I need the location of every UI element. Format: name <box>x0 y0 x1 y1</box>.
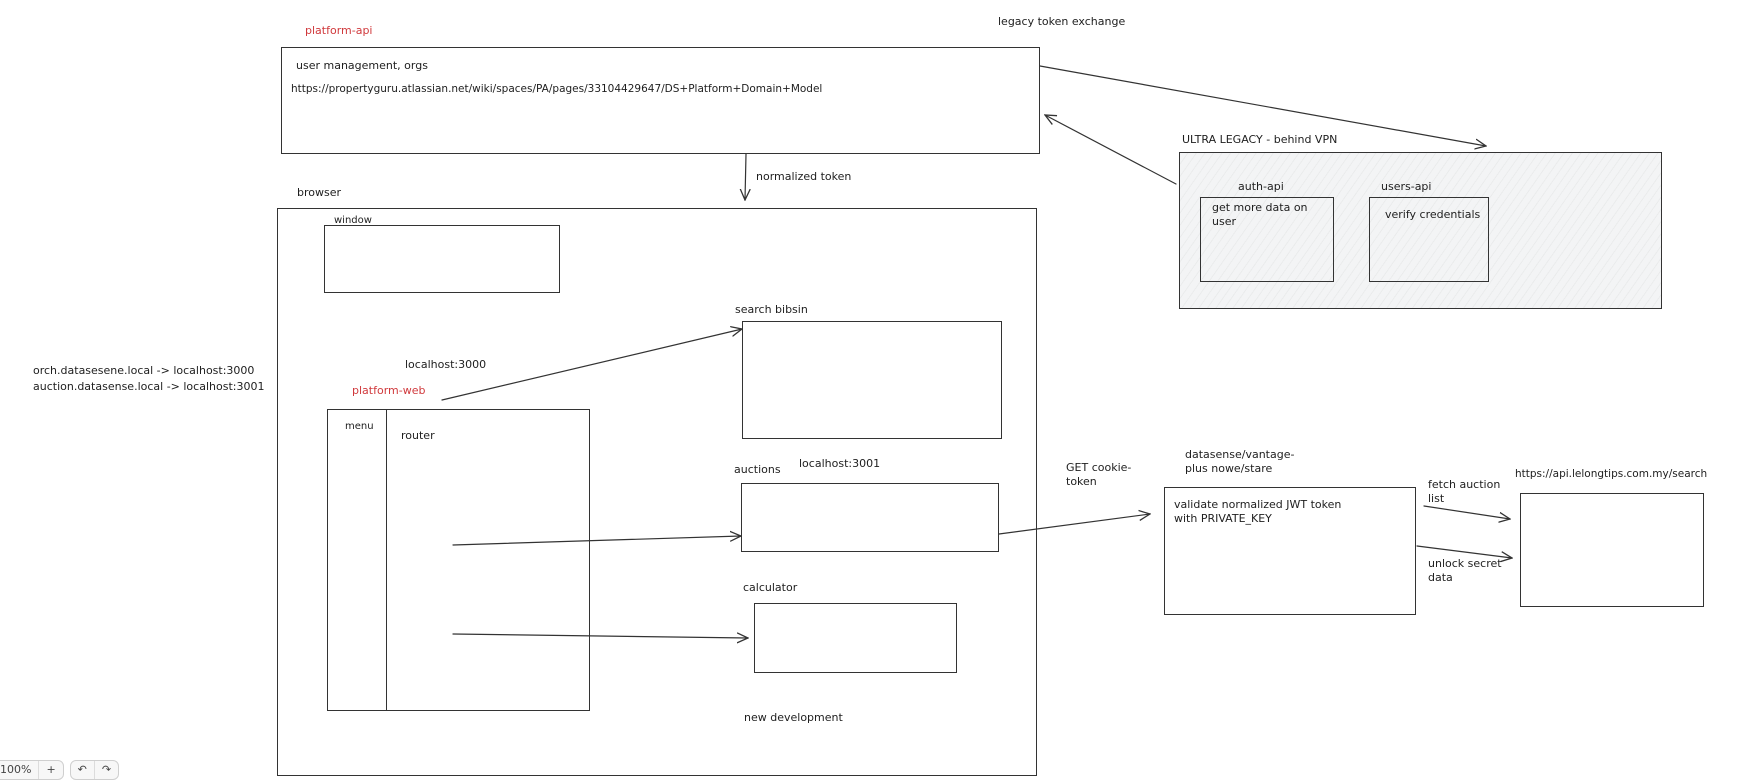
window-box[interactable] <box>324 225 560 293</box>
hosts-line-2: auction.datasense.local -> localhost:300… <box>33 380 265 393</box>
users-api-desc: verify credentials <box>1385 208 1481 221</box>
redo-icon[interactable]: ↷ <box>101 763 112 776</box>
auth-api-title: auth-api <box>1238 180 1284 193</box>
browser-label: browser <box>297 186 342 199</box>
users-api-box[interactable] <box>1369 197 1489 282</box>
history-controls: ↶ ↷ <box>69 760 120 780</box>
search-bibsin-box[interactable] <box>742 321 1002 439</box>
confluence-url-label: https://propertyguru.atlassian.net/wiki/… <box>291 83 823 95</box>
auth-api-box[interactable] <box>1200 197 1334 282</box>
arrow-legacy-exchange-back <box>1045 115 1177 185</box>
menu-box[interactable] <box>327 409 387 711</box>
datasense-vantage-box[interactable] <box>1164 487 1416 615</box>
localhost-3000-label: localhost:3000 <box>405 358 487 371</box>
ultra-legacy-box[interactable] <box>1179 152 1662 309</box>
legacy-token-exchange-label: legacy token exchange <box>998 15 1126 28</box>
calculator-label: calculator <box>743 581 798 594</box>
arrow-normalized-token <box>745 153 746 200</box>
validate-jwt-label: validate normalized JWT token with PRIVA… <box>1174 498 1342 525</box>
zoom-controls: 100% + <box>0 760 64 780</box>
platform-api-title: platform-api <box>305 24 373 37</box>
fetch-auction-list-label: fetch auction list <box>1428 478 1501 505</box>
zoom-level[interactable]: 100% <box>0 761 40 779</box>
hosts-line-1: orch.datasesene.local -> localhost:3000 <box>33 364 255 377</box>
user-management-label: user management, orgs <box>296 59 428 72</box>
normalized-token-label: normalized token <box>756 170 852 183</box>
canvas-toolbar: 100% + ↶ ↷ <box>0 760 120 780</box>
lelongtips-api-url: https://api.lelongtips.com.my/search <box>1515 468 1708 480</box>
new-development-label: new development <box>744 711 843 724</box>
users-api-title: users-api <box>1381 180 1432 193</box>
menu-label: menu <box>345 421 374 432</box>
lelongtips-api-box[interactable] <box>1520 493 1704 607</box>
auctions-label: auctions <box>734 463 781 476</box>
ultra-legacy-title: ULTRA LEGACY - behind VPN <box>1182 133 1338 146</box>
window-label: window <box>334 215 372 226</box>
platform-web-title: platform-web <box>352 384 426 397</box>
undo-icon[interactable]: ↶ <box>71 761 95 779</box>
arrow-fetch-auction-list <box>1423 505 1510 519</box>
search-bibsin-label: search bibsin <box>735 303 808 316</box>
zoom-in-button[interactable]: + <box>46 763 56 776</box>
localhost-3001-label: localhost:3001 <box>799 457 881 470</box>
auctions-box[interactable] <box>741 483 999 552</box>
unlock-secret-data-label: unlock secret data <box>1428 557 1502 584</box>
auth-api-desc: get more data on user <box>1212 201 1308 228</box>
datasense-vantage-label: datasense/vantage-plus nowe/stare <box>1185 448 1295 475</box>
router-label: router <box>401 429 435 442</box>
get-cookie-token-label: GET cookie-token <box>1066 461 1132 488</box>
calculator-box[interactable] <box>754 603 957 673</box>
